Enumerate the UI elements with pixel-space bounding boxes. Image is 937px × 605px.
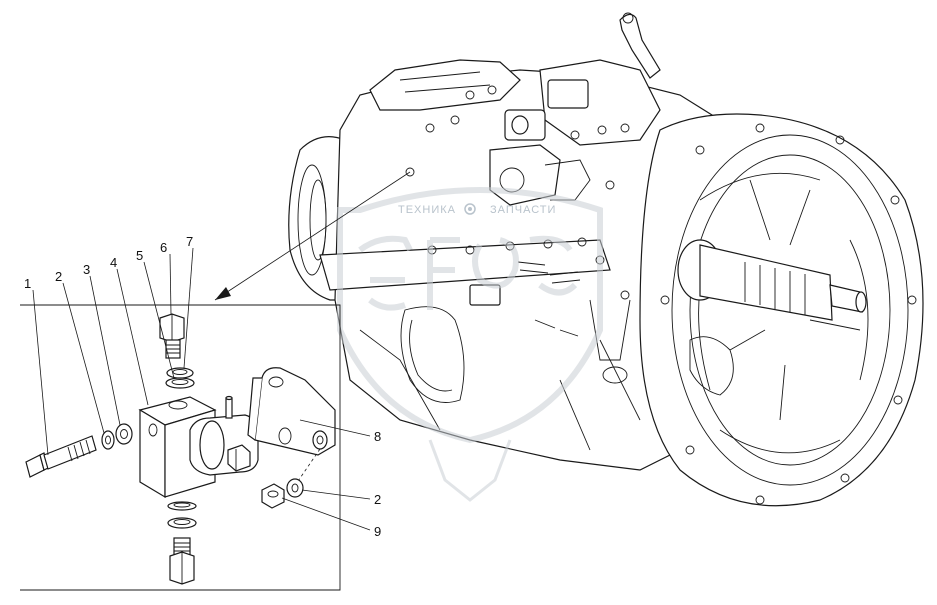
callout-7: 7 bbox=[186, 234, 193, 249]
gear-icon bbox=[464, 203, 476, 215]
gearbox-assembly bbox=[288, 12, 924, 507]
callout-labels: 1 2 3 4 5 6 7 8 2 9 bbox=[24, 234, 381, 539]
valve-body-part-4 bbox=[138, 395, 259, 499]
callout-6: 6 bbox=[160, 240, 167, 255]
leader-lines bbox=[32, 247, 371, 531]
fitting-part-6 bbox=[159, 313, 185, 359]
spring-washer-part-2 bbox=[101, 430, 115, 450]
callout-2: 2 bbox=[55, 269, 62, 284]
washer-part-2-lower bbox=[286, 478, 304, 498]
callout-9: 9 bbox=[374, 524, 381, 539]
callout-8: 8 bbox=[374, 429, 381, 444]
watermark: ТЕХНИКА ЗАПЧАСТИ bbox=[337, 187, 603, 502]
bracket-part-8 bbox=[247, 367, 336, 485]
watermark-right-text: ЗАПЧАСТИ bbox=[490, 204, 556, 216]
gasket-part-7 bbox=[166, 367, 194, 379]
sealing-ring-part-5 bbox=[165, 377, 195, 389]
lower-seal bbox=[167, 517, 197, 529]
lower-gasket bbox=[167, 501, 197, 511]
nut-part-9 bbox=[261, 483, 285, 509]
callout-2-lower: 2 bbox=[374, 492, 381, 507]
callout-5: 5 bbox=[136, 248, 143, 263]
exploded-parts bbox=[25, 313, 336, 585]
detail-inset bbox=[20, 171, 411, 591]
callout-4: 4 bbox=[110, 255, 117, 270]
flat-washer-part-3 bbox=[115, 423, 133, 445]
bolt-part-1 bbox=[25, 435, 97, 478]
callout-3: 3 bbox=[83, 262, 90, 277]
callout-1: 1 bbox=[24, 276, 31, 291]
lower-fitting bbox=[169, 537, 195, 585]
watermark-left-text: ТЕХНИКА bbox=[398, 204, 456, 216]
